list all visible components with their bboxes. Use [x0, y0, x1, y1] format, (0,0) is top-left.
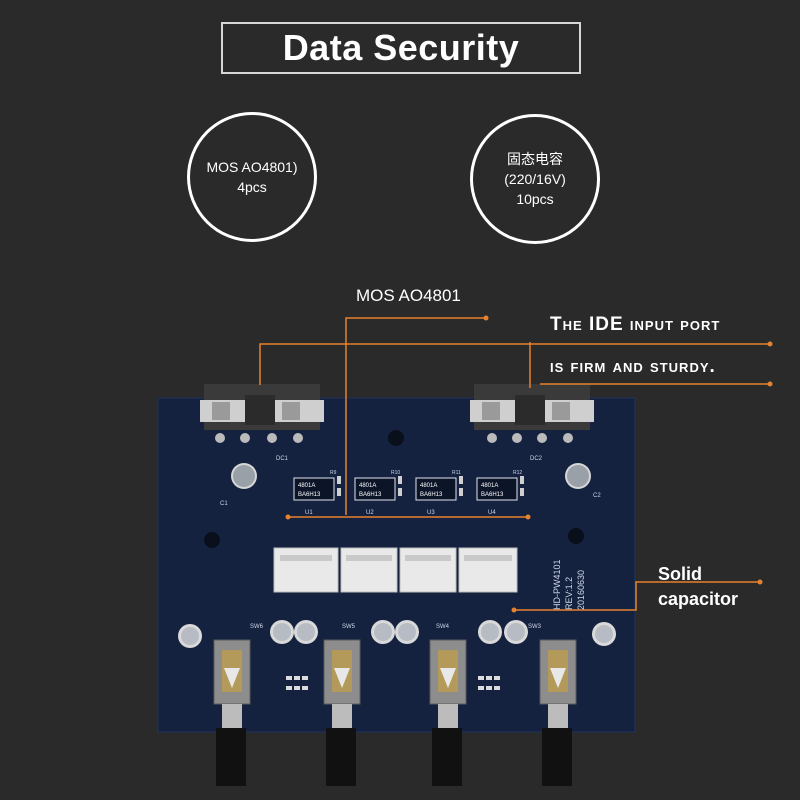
capacitor-badge-circle: 固态电容 (220/16V) 10pcs: [470, 114, 600, 244]
badge-line: 10pcs: [516, 191, 554, 207]
c1-label: C1: [220, 501, 228, 507]
svg-text:HD-PW4101: HD-PW4101: [552, 559, 562, 610]
title-box: Data Security: [221, 22, 581, 74]
ide-connector-ribs: [280, 555, 512, 561]
mos-chip-u3: 4801A BA6H13 U3 R11: [415, 470, 461, 516]
c2-label: C2: [593, 493, 601, 499]
dc1-label: DC1: [276, 456, 289, 462]
badge-line: 4pcs: [237, 179, 267, 195]
callout-dots: [285, 315, 773, 613]
svg-text:BA6H13: BA6H13: [298, 492, 321, 498]
sw4-label: SW4: [436, 624, 450, 630]
switch-sw5: [323, 639, 361, 786]
mos-chip-u4: 4801A BA6H13 U4 R12: [476, 470, 522, 516]
mounting-hole: [204, 532, 220, 548]
mos-chip-u2: 4801A BA6H13 U2 R10: [354, 470, 400, 516]
svg-text:4801A: 4801A: [359, 483, 376, 489]
solid-capacitor-callout: Solid capacitor: [658, 562, 738, 612]
r9-label: R9: [330, 470, 337, 476]
svg-text:4801A: 4801A: [481, 483, 498, 489]
ide-callout-line2: is firm and sturdy.: [550, 356, 716, 377]
capacitor-c2: C2: [565, 463, 601, 499]
solid-capacitors: [178, 620, 616, 648]
r11-label: R11: [452, 470, 461, 476]
switch-sw6: [213, 639, 251, 786]
mos-callout-label: MOS AO4801: [356, 286, 461, 305]
sw5-label: SW5: [342, 624, 356, 630]
svg-text:BA6H13: BA6H13: [359, 492, 382, 498]
page-title: Data Security: [282, 27, 520, 68]
mos-chip-u1: 4801A BA6H13 U1 R9: [293, 470, 337, 516]
svg-text:BA6H13: BA6H13: [481, 492, 504, 498]
dc2-label: DC2: [530, 456, 543, 462]
u3-label: U3: [427, 510, 435, 516]
solid-callout-line2: capacitor: [658, 589, 739, 609]
ide-callout-line1: The IDE input port: [550, 314, 721, 335]
u2-label: U2: [366, 510, 374, 516]
dc-connector-left: [200, 384, 324, 443]
solid-callout-line1: Solid: [658, 564, 702, 584]
r12-label: R12: [513, 470, 522, 476]
board-silkscreen: HD-PW4101 REV:1.2 20160630: [552, 559, 586, 610]
mounting-hole: [388, 430, 404, 446]
resistor-arrays: [286, 676, 500, 690]
sw3-label: SW3: [528, 624, 542, 630]
callout-lines: [259, 317, 770, 611]
capacitor-c1: C1: [220, 463, 257, 507]
sw6-label: SW6: [250, 624, 264, 630]
badge-line: (220/16V): [504, 171, 566, 187]
svg-text:BA6H13: BA6H13: [420, 492, 443, 498]
mounting-hole: [568, 528, 584, 544]
svg-text:4801A: 4801A: [298, 483, 315, 489]
badge-line: 固态电容: [507, 151, 563, 167]
svg-text:REV:1.2: REV:1.2: [564, 577, 574, 610]
svg-text:20160630: 20160630: [576, 570, 586, 610]
ide-connectors: [273, 547, 518, 593]
resistor-pads: [337, 476, 524, 496]
switch-sw3: [539, 639, 577, 786]
switch-sw4: [429, 639, 467, 786]
u4-label: U4: [488, 510, 496, 516]
r10-label: R10: [391, 470, 400, 476]
badge-line: MOS AO4801): [206, 159, 298, 175]
svg-text:4801A: 4801A: [420, 483, 437, 489]
dc-connector-right: [470, 384, 594, 443]
u1-label: U1: [305, 510, 313, 516]
mos-badge-circle: MOS AO4801) 4pcs: [187, 112, 317, 242]
